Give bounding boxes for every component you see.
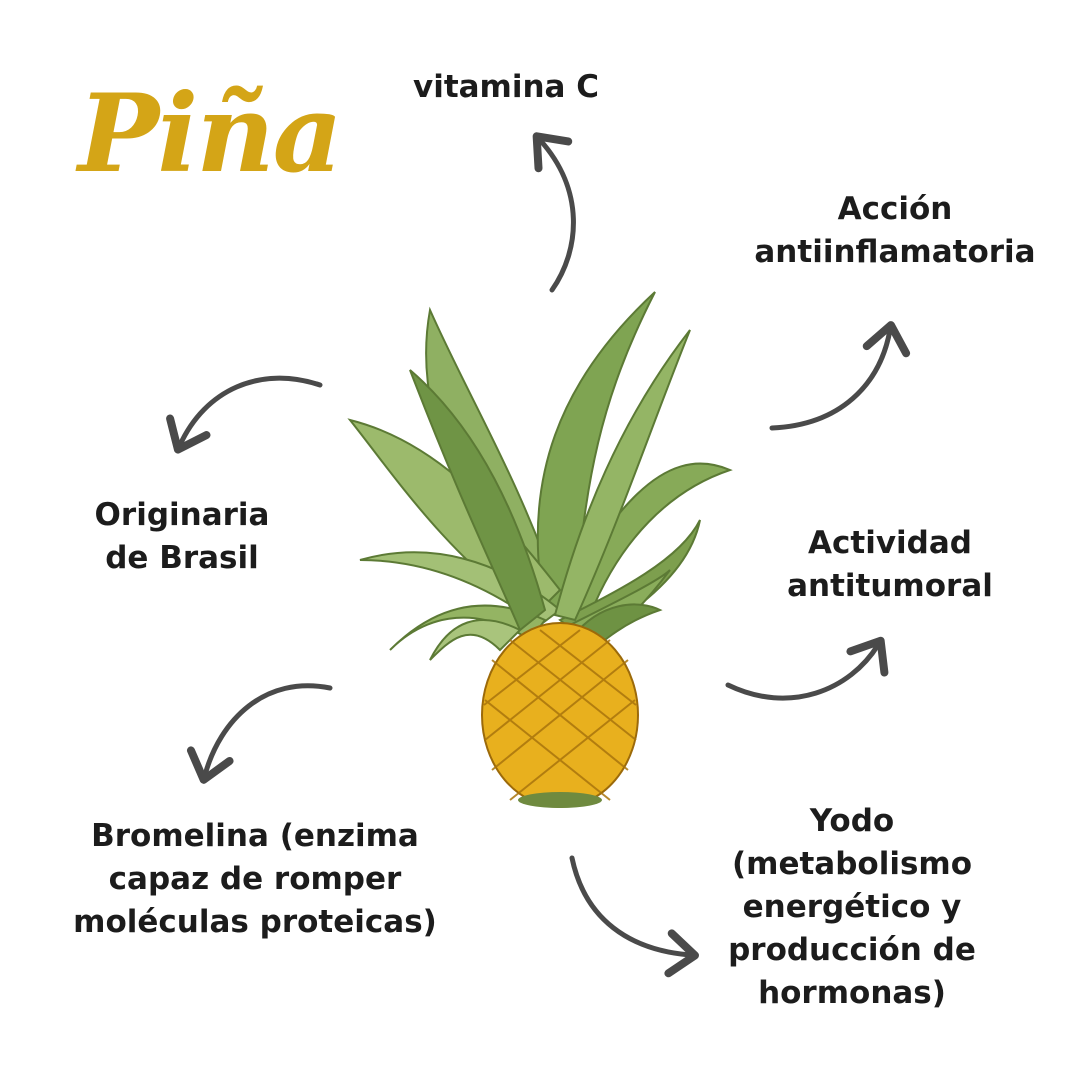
arrow-antitumoral — [725, 636, 889, 701]
pineapple-fruit — [481, 622, 639, 808]
arrow-vitamina-c — [532, 132, 576, 293]
arrow-yodo — [569, 855, 699, 978]
label-yodo: Yodo (metabolismo energético y producció… — [728, 803, 976, 1011]
label-bromelina: Bromelina (enzima capaz de romper molécu… — [73, 818, 437, 940]
title: Piña — [78, 71, 343, 197]
arrow-origen — [166, 375, 323, 454]
label-antitumoral: Actividad antitumoral — [787, 525, 993, 604]
label-antiinflamatoria: Acción antiinflamatoria — [754, 191, 1036, 270]
label-origen: Originaria de Brasil — [94, 497, 270, 576]
arrow-antiinflamatoria — [769, 321, 911, 431]
arrow-bromelina — [186, 683, 333, 784]
pineapple-crown — [347, 291, 733, 662]
label-vitamina-c: vitamina C — [412, 69, 600, 105]
